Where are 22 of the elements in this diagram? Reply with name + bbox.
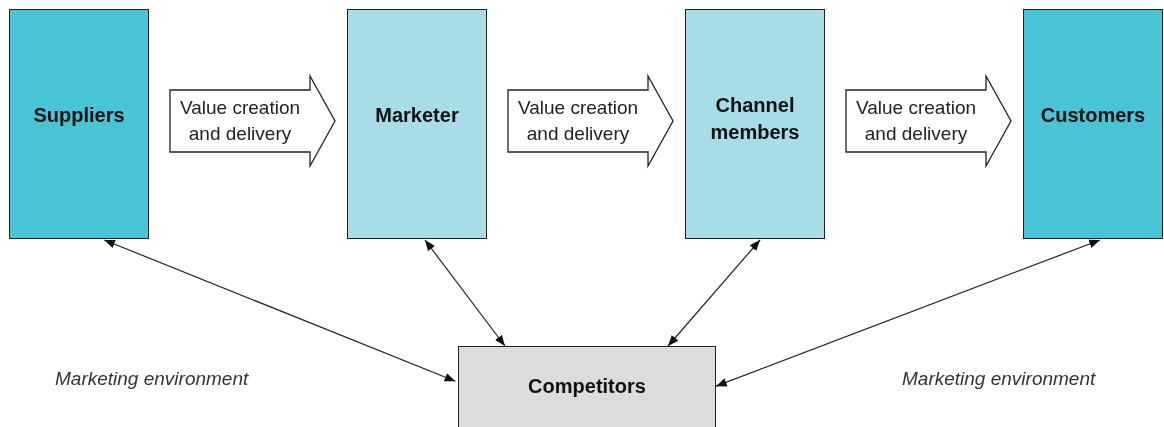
environment-label: Marketing environment	[902, 368, 1096, 390]
double-arrow	[103, 239, 457, 382]
block-arrow	[507, 73, 674, 169]
competitor-box	[458, 346, 716, 427]
node-label: Channel members	[709, 93, 801, 145]
node-label: Competitors	[527, 374, 647, 399]
edge-label: Value creation and delivery	[516, 96, 640, 146]
stage-box	[1023, 9, 1163, 239]
edge-label: Value creation and delivery	[854, 96, 978, 146]
node-label: Suppliers	[32, 103, 126, 128]
node-label: Marketer	[374, 103, 460, 128]
block-arrow	[845, 73, 1012, 169]
stage-box	[9, 9, 149, 239]
double-arrow	[667, 239, 761, 347]
block-arrow	[169, 73, 336, 169]
node-label: Customers	[1039, 103, 1147, 128]
double-arrow	[424, 239, 506, 347]
stage-box	[685, 9, 825, 239]
environment-label: Marketing environment	[55, 368, 249, 390]
edge-label: Value creation and delivery	[178, 96, 302, 146]
stage-box	[347, 9, 487, 239]
double-arrow	[715, 239, 1101, 387]
